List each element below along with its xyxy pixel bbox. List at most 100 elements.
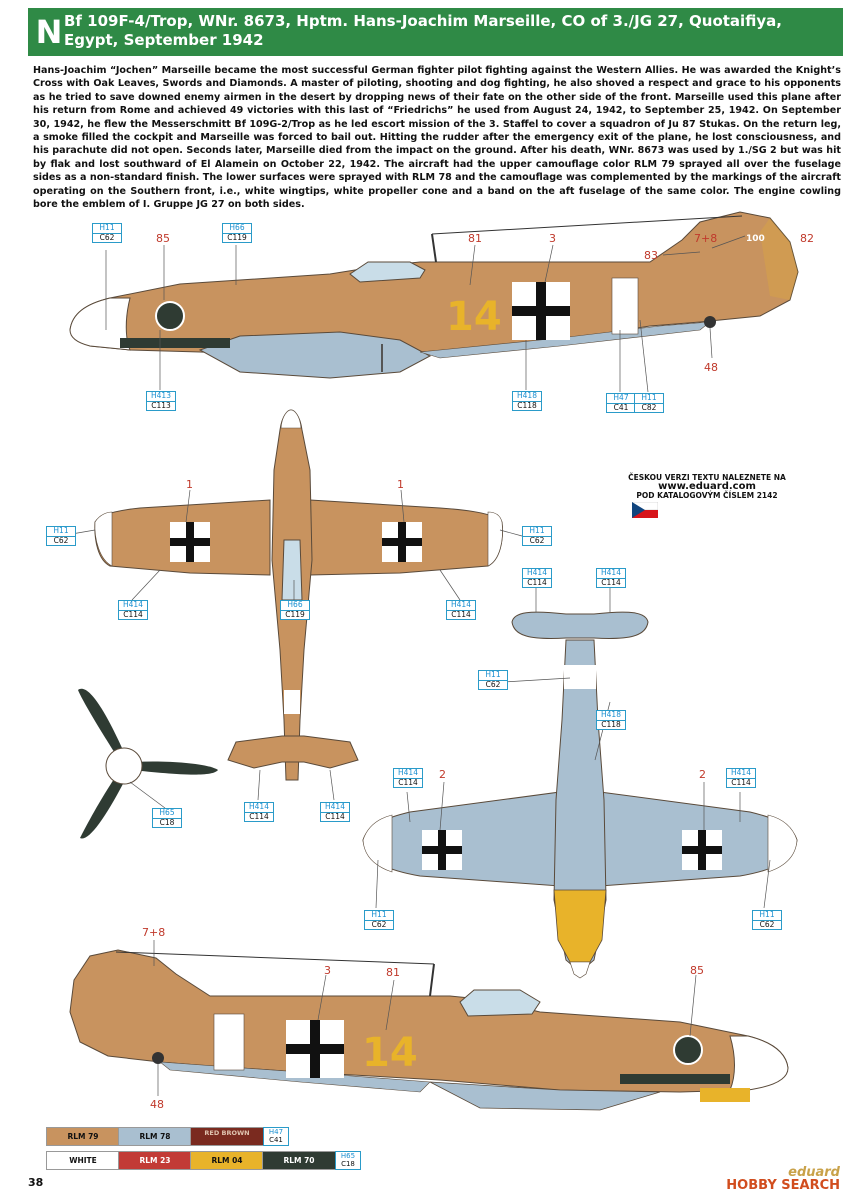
czech-note-line1: ČESKOU VERZI TEXTU NALEZNETE NA <box>628 473 786 482</box>
czech-flag-icon <box>632 502 658 518</box>
callout-81-left: 81 <box>468 232 482 245</box>
prop-blade-3 <box>80 776 124 839</box>
left-aircraft-number: 14 <box>446 294 502 340</box>
brand-hobbysearch: HOBBY SEARCH <box>726 1178 840 1193</box>
left-emblem <box>155 301 185 331</box>
callout-81-right: 81 <box>386 966 400 979</box>
under-left-cross <box>422 830 462 870</box>
callout-3-left: 3 <box>549 232 556 245</box>
callout-48-right: 48 <box>150 1098 164 1111</box>
under-view <box>362 611 798 979</box>
history-text: Hans-Joachim “Jochen” Marseille became t… <box>33 65 841 211</box>
palette-label: RLM 78 <box>118 1127 192 1146</box>
palette-c-code: C41 <box>269 1136 283 1144</box>
right-balkenkreuz <box>286 1020 344 1078</box>
palette-h-code: H65 <box>340 1152 356 1160</box>
callout-85-right: 85 <box>690 964 704 977</box>
right-lower <box>429 1081 661 1111</box>
propeller-view <box>78 688 218 839</box>
prop-blade-1 <box>78 688 122 758</box>
leader-lines <box>59 235 771 1096</box>
callout-7-8-left: 7+8 <box>694 232 718 245</box>
right-aircraft-number: 14 <box>362 1030 418 1076</box>
profile-title: Bf 109F-4/Trop, WNr. 8673, Hptm. Hans-Jo… <box>64 12 782 49</box>
right-tailwheel <box>152 1052 164 1064</box>
palette-label: RED BROWN <box>190 1127 264 1146</box>
palette-label: RLM 23 <box>118 1151 192 1170</box>
right-side-profile: 14 <box>69 949 789 1111</box>
top-spinner <box>280 409 302 429</box>
callout-48-left: 48 <box>704 361 718 374</box>
under-right-cross <box>682 830 722 870</box>
top-left-tip <box>94 511 113 567</box>
top-view <box>94 409 503 781</box>
callout-2-under-right: 2 <box>699 768 706 781</box>
profile-header: N Bf 109F-4/Trop, WNr. 8673, Hptm. Hans-… <box>28 8 843 56</box>
left-spinner <box>69 297 131 351</box>
under-left-tip <box>362 814 393 873</box>
top-right-tip <box>487 511 503 567</box>
right-exhaust <box>620 1074 730 1084</box>
left-fin-number: 100 <box>746 234 765 244</box>
left-white-band <box>611 277 639 335</box>
right-nose-yellow <box>700 1088 750 1102</box>
right-antenna-wire <box>115 951 435 965</box>
right-antenna-mast <box>429 963 435 997</box>
left-fuselage-lower <box>198 331 432 379</box>
callout-3-right: 3 <box>324 964 331 977</box>
top-white-band <box>284 690 300 714</box>
palette-h-code: H47 <box>268 1128 284 1136</box>
callout-2-under-left: 2 <box>439 768 446 781</box>
left-rudder-yellow <box>760 218 798 300</box>
callout-7-8-right: 7+8 <box>142 926 166 939</box>
profile-letter: N <box>35 13 63 51</box>
palette-label: RLM 79 <box>46 1127 120 1146</box>
palette-label: RLM 04 <box>190 1151 264 1170</box>
right-emblem <box>673 1035 703 1065</box>
left-antenna-wire <box>431 215 743 235</box>
callout-1-right-wing: 1 <box>397 478 404 491</box>
right-canopy <box>459 989 541 1017</box>
callout-85-left: 85 <box>156 232 170 245</box>
czech-note-url[interactable]: www.eduard.com <box>658 481 756 492</box>
under-tailplane <box>511 611 649 639</box>
callout-1-left-wing: 1 <box>186 478 193 491</box>
right-spinner <box>729 1035 789 1091</box>
left-tailwheel <box>704 316 716 328</box>
top-tailplane <box>227 735 359 769</box>
callout-82: 82 <box>800 232 814 245</box>
page-number: 38 <box>28 1176 44 1189</box>
czech-note-line2: POD KATALOGOVÝM ČÍSLEM 2142 <box>636 491 778 500</box>
brand-eduard: eduard <box>788 1165 840 1180</box>
under-white-band <box>564 665 596 689</box>
palette-c-code: C18 <box>341 1160 355 1168</box>
under-nose-yellow <box>553 889 607 963</box>
brand-logo: eduard HOBBY SEARCH <box>660 1166 840 1193</box>
palette-label: RLM 70 <box>262 1151 336 1170</box>
left-side-profile: 14 100 <box>69 211 799 379</box>
under-right-tip <box>767 814 798 873</box>
palette-label: WHITE <box>46 1151 120 1170</box>
